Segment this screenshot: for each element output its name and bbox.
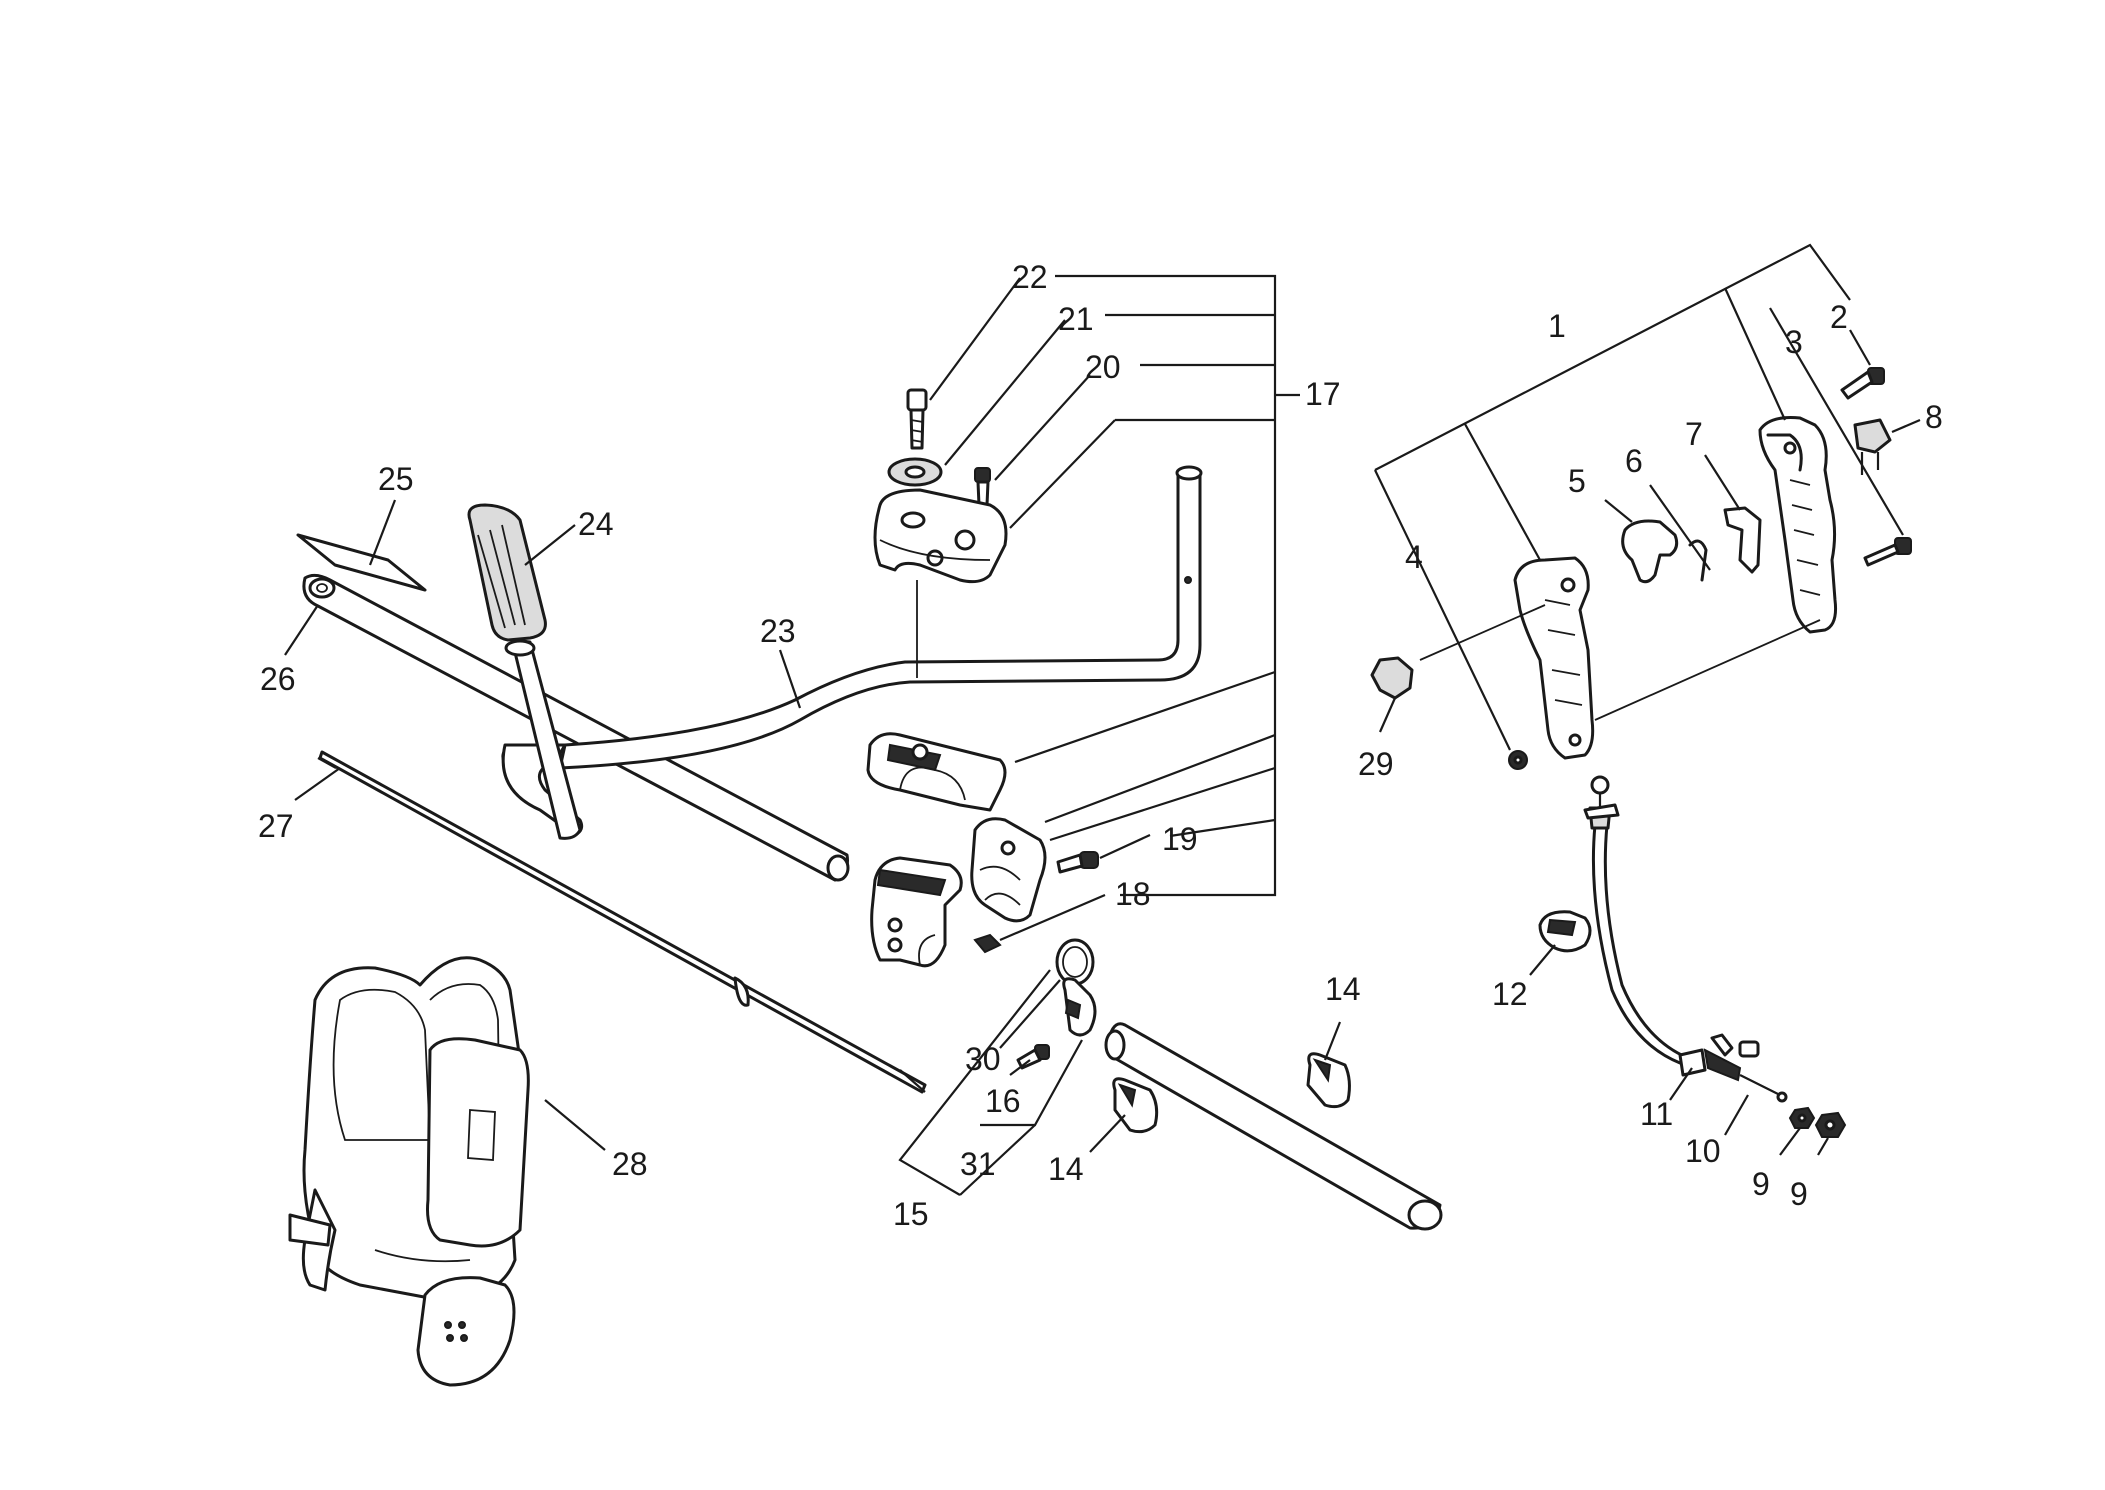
callout-6: 6 [1625,443,1643,479]
leader-lines [284,243,1921,1196]
part-lower-shaft-tube [1104,1022,1443,1231]
callout-25: 25 [378,461,414,497]
callout-31: 31 [960,1146,996,1182]
part-26-main-shaft-tube [302,573,850,882]
callout-15: 15 [893,1196,929,1232]
part-30-ring [1055,938,1095,986]
part-31-clamp-clip [1062,977,1097,1037]
callout-17: 17 [1305,376,1341,412]
part-12-cable-clamp [1538,910,1592,953]
callout-5: 5 [1568,463,1586,499]
part-2-screw [1840,367,1885,400]
part-25-label-sticker [296,533,427,592]
callout-12: 12 [1492,976,1528,1012]
part-7-throttle-trigger [1723,506,1762,574]
part-9-nut-a [1788,1106,1816,1129]
callout-9b: 9 [1790,1176,1808,1212]
callout-28: 28 [612,1146,648,1182]
part-9-nut-b [1814,1111,1847,1138]
callout-27: 27 [258,808,294,844]
callout-16: 16 [985,1083,1021,1119]
part-19-bolt [1056,851,1099,874]
callout-24: 24 [578,506,614,542]
part-throttle-cable [1583,775,1788,1103]
part-22-bolt [906,388,928,450]
part-24-grip [467,503,582,840]
callout-14b: 14 [1048,1151,1084,1187]
assembly-axis-line [1419,604,1546,661]
callout-18: 18 [1115,876,1151,912]
part-5-lockout-lever [1621,519,1679,584]
callout-10: 10 [1685,1133,1721,1169]
part-3-housing-screw [1863,537,1912,567]
part-27-drive-shaft [317,750,927,1094]
callout-9a: 9 [1752,1166,1770,1202]
part-14-clamp-lower [1112,1077,1159,1134]
callout-20: 20 [1085,349,1121,385]
callout-1: 1 [1548,308,1566,344]
callout-labels: 1 2 3 4 5 6 7 8 9 9 10 11 12 14 14 15 16… [258,259,1943,1232]
part-14-clamp-upper [1306,1052,1351,1109]
part-3-handle-housing [1758,416,1837,634]
part-29-hex-nut [1370,656,1414,700]
part-17-top-clamp [873,488,1008,584]
callout-21: 21 [1058,301,1094,337]
part-4-handle-housing-front [1513,556,1595,760]
part-17-clamp-cap [970,817,1047,923]
callout-19: 19 [1162,821,1198,857]
callout-22: 22 [1012,259,1048,295]
part-4-nut [1508,750,1528,770]
callout-8: 8 [1925,399,1943,435]
part-17-lower-bracket [870,856,963,968]
part-8-switch [1853,418,1892,475]
part-17-middle-clamp [866,732,1007,812]
callout-26: 26 [260,661,296,697]
assembly-axis-line [1594,619,1821,721]
callout-7: 7 [1685,416,1703,452]
part-28-harness [288,956,530,1387]
callout-30: 30 [965,1041,1001,1077]
callout-11: 11 [1640,1096,1673,1132]
callout-2: 2 [1830,299,1848,335]
part-20-screw [974,467,991,507]
part-18-square-nut [973,933,1002,954]
callout-3: 3 [1785,324,1803,360]
part-21-washer [887,457,943,487]
callout-14a: 14 [1325,971,1361,1007]
callout-29: 29 [1358,746,1394,782]
callout-4: 4 [1405,539,1423,575]
callout-23: 23 [760,613,796,649]
